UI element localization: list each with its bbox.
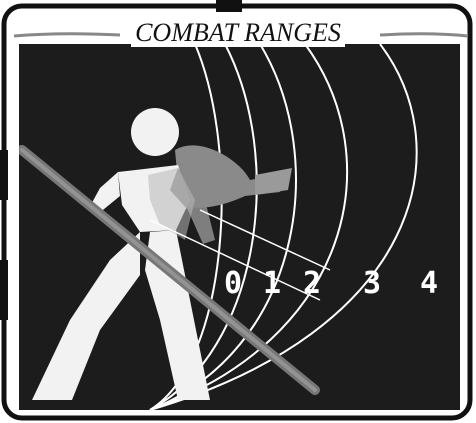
- range-label-2: 2: [303, 266, 321, 301]
- page-title: COMBAT RANGES: [131, 18, 345, 47]
- range-label-4: 4: [420, 266, 438, 301]
- range-label-1: 1: [263, 266, 281, 301]
- top-tab: [216, 0, 242, 12]
- range-label-3: 3: [363, 266, 381, 301]
- left-tab-lower: [0, 260, 8, 320]
- left-tab: [0, 150, 8, 200]
- page-title-container: COMBAT RANGES: [0, 18, 476, 48]
- fighter-head: [131, 108, 179, 156]
- range-label-0: 0: [224, 266, 242, 301]
